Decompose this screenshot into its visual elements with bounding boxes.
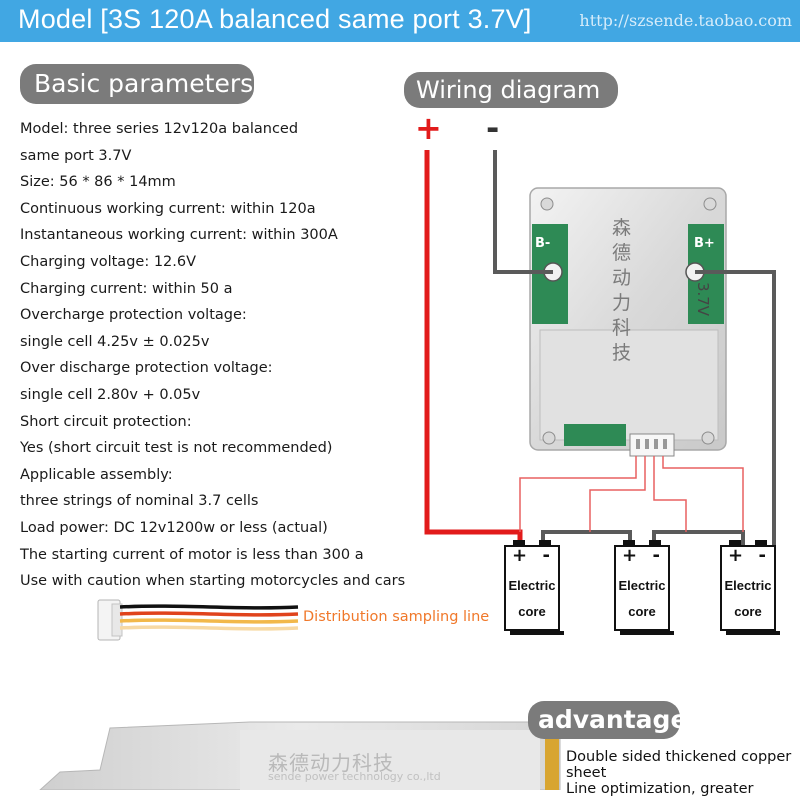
cell-plus-symbol: + bbox=[512, 545, 528, 566]
battery-cell-3: + - Electric core bbox=[720, 540, 780, 635]
negative-wire bbox=[493, 150, 553, 274]
cell-label: Electric bbox=[618, 578, 666, 593]
cell-cap-icon bbox=[539, 540, 551, 546]
cell-cap-icon bbox=[623, 540, 635, 546]
bms-board-photo bbox=[39, 721, 561, 790]
page-title: Model [3S 120A balanced same port 3.7V] bbox=[18, 4, 532, 34]
board-pad-right-label: B+ bbox=[694, 236, 715, 251]
cell-label: Electric bbox=[724, 578, 772, 593]
cell-label: Electric bbox=[508, 578, 556, 593]
cell-cap-icon bbox=[649, 540, 661, 546]
cell-plus-symbol: + bbox=[728, 545, 744, 566]
positive-terminal-symbol: + bbox=[415, 109, 442, 147]
parameter-line: Instantaneous working current: within 30… bbox=[20, 227, 338, 244]
parameter-line: Applicable assembly: bbox=[20, 466, 173, 483]
parameter-line: Model: three series 12v120a balanced bbox=[20, 121, 299, 137]
series-link-1 bbox=[541, 530, 632, 545]
board-to-cell3-wire bbox=[695, 270, 776, 545]
advantage-line: Line optimization, greater bbox=[566, 781, 754, 797]
parameter-line: same port 3.7V bbox=[20, 147, 132, 164]
sampling-line-label: Distribution sampling line bbox=[303, 609, 490, 625]
cell-plus-symbol: + bbox=[622, 545, 638, 566]
sampling-cable bbox=[97, 599, 299, 641]
battery-cell-2: + - Electric core bbox=[614, 540, 674, 635]
cell-label: core bbox=[628, 604, 656, 619]
parameter-line: three strings of nominal 3.7 cells bbox=[20, 493, 259, 510]
cell-label: core bbox=[518, 604, 546, 619]
advantage-line: sheet bbox=[566, 765, 607, 781]
negative-terminal-symbol: - bbox=[486, 109, 500, 147]
parameter-line: Load power: DC 12v1200w or less (actual) bbox=[20, 519, 328, 536]
parameter-line: Charging voltage: 12.6V bbox=[20, 253, 197, 270]
parameter-line: Overcharge protection voltage: bbox=[20, 307, 247, 324]
cell-label: core bbox=[734, 604, 762, 619]
cell-cap-icon bbox=[729, 540, 741, 546]
parameters-list: Model: three series 12v120a balanced sam… bbox=[20, 116, 405, 595]
parameter-line: Size: 56 * 86 * 14mm bbox=[20, 174, 176, 191]
cell-minus-symbol: - bbox=[758, 545, 766, 566]
parameter-line: The starting current of motor is less th… bbox=[20, 546, 364, 563]
series-link-2 bbox=[652, 530, 745, 545]
parameter-line: Charging current: within 50 a bbox=[20, 280, 233, 297]
parameter-line: Continuous working current: within 120a bbox=[20, 200, 316, 217]
board-side-label: 3.7V bbox=[694, 281, 713, 317]
board-pad-left-label: B- bbox=[535, 236, 551, 251]
brand-watermark-en: sende power technology co.,ltd bbox=[268, 770, 441, 783]
advantage-line: Double sided thickened copper bbox=[566, 749, 792, 765]
section-wiring-diagram: Wiring diagram bbox=[404, 72, 618, 108]
brand-watermark-cn: 森德动力科技 bbox=[268, 751, 394, 775]
parameter-line: Short circuit protection: bbox=[20, 413, 192, 430]
shop-url-watermark: http://szsende.taobao.com bbox=[579, 11, 792, 30]
battery-cell-1: + - Electric core bbox=[504, 540, 564, 635]
parameter-line: Use with caution when starting motorcycl… bbox=[20, 573, 406, 590]
parameter-line: Yes (short circuit test is not recommend… bbox=[20, 440, 333, 457]
cell-minus-symbol: - bbox=[542, 545, 550, 566]
board-brand-label: 森德动力科技 bbox=[612, 217, 632, 364]
cell-cap-icon bbox=[513, 540, 525, 546]
positive-wire bbox=[424, 150, 523, 545]
bms-board bbox=[529, 187, 727, 457]
parameter-line: single cell 4.25v ± 0.025v bbox=[20, 333, 210, 350]
cell-cap-icon bbox=[755, 540, 767, 546]
section-advantage: advantage bbox=[528, 701, 687, 739]
parameter-line: single cell 2.80v + 0.05v bbox=[20, 386, 201, 403]
parameter-line: Over discharge protection voltage: bbox=[20, 360, 273, 377]
cell-minus-symbol: - bbox=[652, 545, 660, 566]
header-banner: Model [3S 120A balanced same port 3.7V] … bbox=[0, 0, 800, 42]
section-basic-parameters: Basic parameters bbox=[20, 64, 254, 104]
